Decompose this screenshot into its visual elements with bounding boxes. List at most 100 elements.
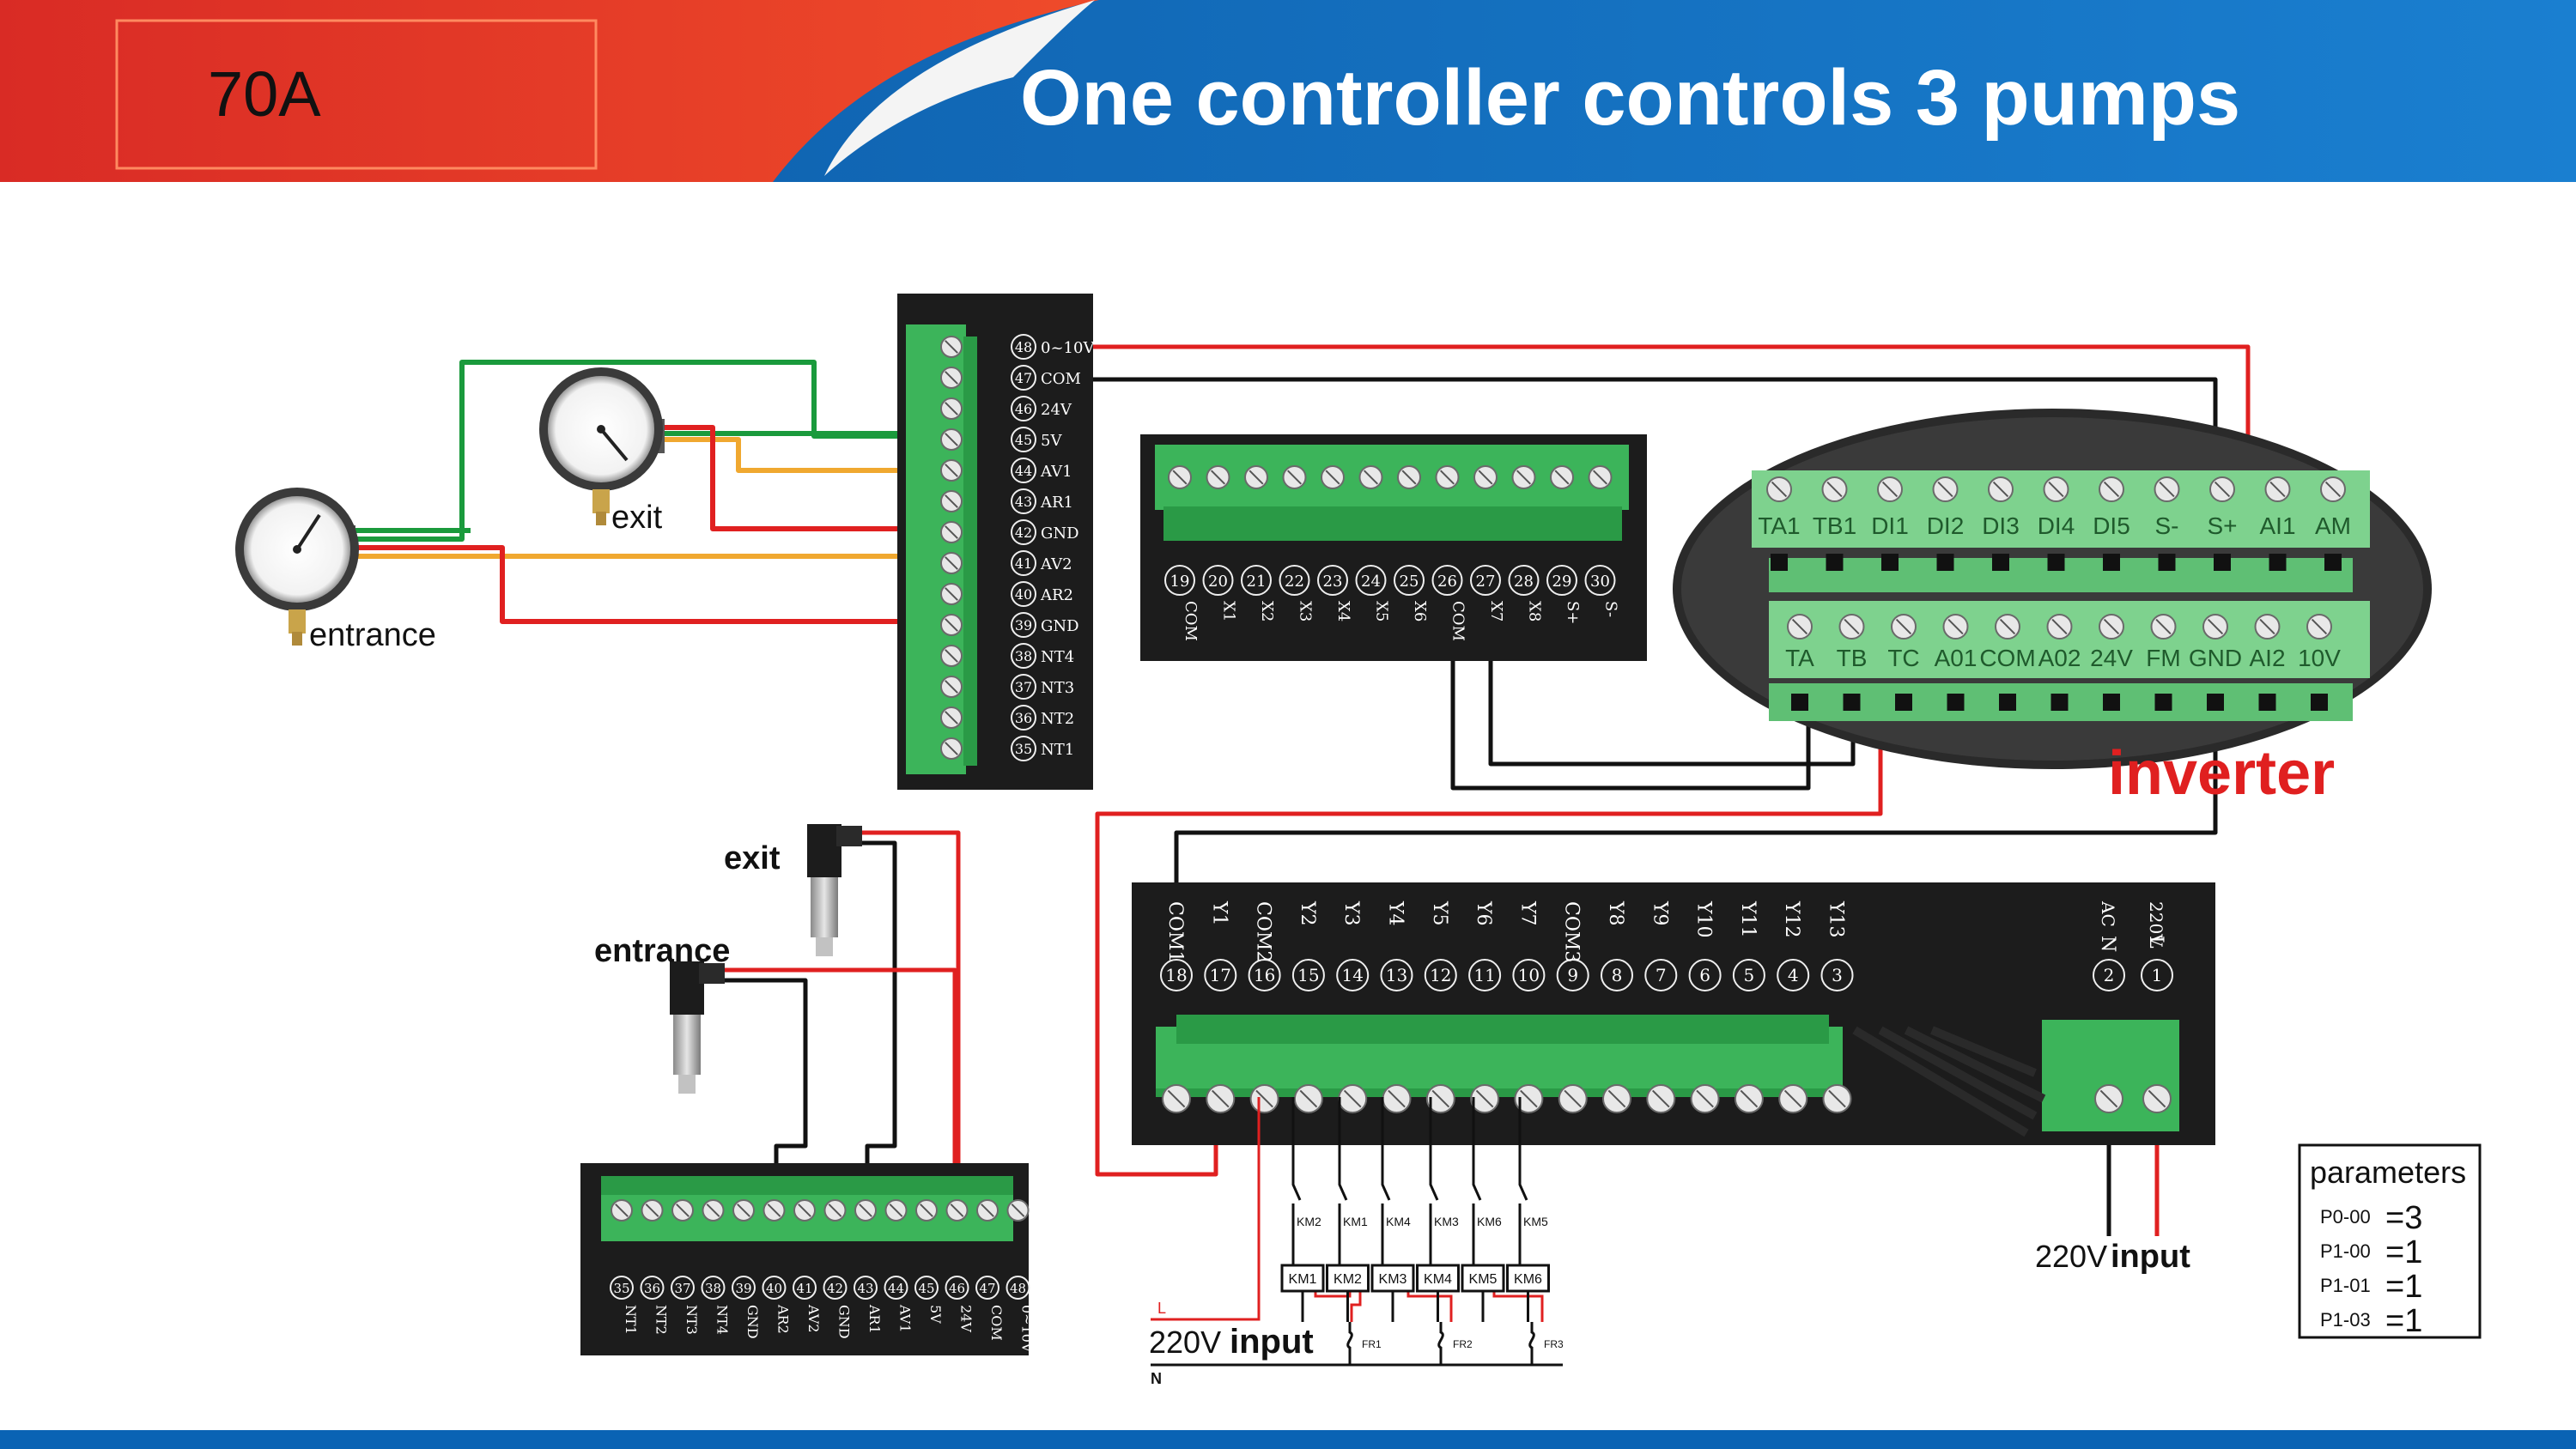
terminal-number: 10 xyxy=(1518,965,1540,985)
terminal-hole xyxy=(1895,694,1912,711)
terminal-screw xyxy=(940,706,963,729)
terminal-name: 5V xyxy=(1041,432,1062,450)
contactor-coil-label: KM2 xyxy=(1334,1272,1362,1287)
terminal-number: 11 xyxy=(1473,965,1495,985)
terminal-name: AR2 xyxy=(1040,586,1073,604)
terminal-name: GND xyxy=(1041,617,1079,635)
terminal-number: 45 xyxy=(918,1281,934,1296)
terminal-number: 29 xyxy=(1552,573,1572,591)
terminal-number-ring xyxy=(2141,959,2173,991)
terminal-number-ring xyxy=(1204,959,1237,991)
terminal-number-ring xyxy=(2093,959,2125,991)
terminal-number-ring xyxy=(1508,565,1540,596)
contactor-switch-line xyxy=(1381,1097,1391,1267)
terminal-number-ring xyxy=(1005,1276,1030,1300)
terminal-number-ring xyxy=(1820,959,1854,991)
terminal-screw xyxy=(1877,476,1903,502)
terminal-screw xyxy=(1168,465,1192,489)
terminal-screw xyxy=(1425,1084,1455,1113)
terminal-number: 42 xyxy=(1015,524,1032,541)
terminal-number-ring xyxy=(1011,334,1036,360)
terminal-screw xyxy=(1282,465,1307,489)
right-power-input: input xyxy=(2111,1239,2190,1275)
inverter-label: inverter xyxy=(2108,739,2335,808)
terminal-name: S- xyxy=(1602,601,1620,617)
parameter-code: P1-01 xyxy=(2320,1275,2371,1296)
thermal-relay-symbol xyxy=(1437,1322,1444,1365)
terminal-screw xyxy=(940,490,963,512)
terminal-name: X3 xyxy=(1297,601,1315,621)
terminal-number-ring xyxy=(1380,959,1413,991)
terminal-number: 22 xyxy=(1285,573,1304,591)
contactor-top-label: KM5 xyxy=(1523,1215,1548,1228)
terminal-number: 18 xyxy=(1165,965,1187,985)
parameters-box: parameters P0-00=3P1-00=1P1-01=1P1-03=1 xyxy=(2298,1143,2482,1339)
terminal-number: 40 xyxy=(766,1281,782,1296)
terminal-number-ring xyxy=(1777,959,1810,991)
terminal-screw xyxy=(1162,1084,1191,1113)
terminal-number-ring xyxy=(762,1276,787,1300)
terminal-hole xyxy=(1947,694,1965,711)
terminal-hole xyxy=(1936,554,1954,571)
inverter-terminal-bottom: TA xyxy=(1785,645,1814,671)
terminal-screw xyxy=(1995,614,2020,640)
terminal-hole xyxy=(1826,554,1844,571)
terminal-screw xyxy=(1891,614,1917,640)
right-power-voltage: 220V xyxy=(2035,1239,2107,1274)
terminal-screw xyxy=(793,1199,816,1222)
terminal-name: X7 xyxy=(1487,601,1505,621)
terminal-name: COM1 xyxy=(1164,901,1186,962)
terminal-name: COM3 xyxy=(1561,901,1583,962)
terminal-number-ring xyxy=(1470,565,1501,596)
terminal-screw xyxy=(884,1199,908,1222)
terminal-screw xyxy=(1646,1084,1676,1113)
terminal-name: Y5 xyxy=(1429,900,1450,926)
terminal-number-ring xyxy=(975,1276,999,1300)
terminal-number: 26 xyxy=(1437,573,1457,591)
terminal-screw xyxy=(2264,476,2291,502)
terminal-number: 9 xyxy=(1567,965,1578,985)
terminal-screw xyxy=(1511,465,1536,489)
terminal-screw xyxy=(1006,1199,1030,1222)
terminal-hole xyxy=(2047,554,2065,571)
terminal-number: 5 xyxy=(1744,965,1755,985)
inverter-terminal-top: DI2 xyxy=(1927,512,1965,539)
terminal-screw xyxy=(940,645,963,667)
terminal-number-ring xyxy=(1011,674,1036,700)
terminal-number: 44 xyxy=(1015,463,1032,479)
terminal-name: NT4 xyxy=(1041,648,1074,666)
terminal-name: COM xyxy=(1041,370,1081,388)
terminal-number-ring xyxy=(701,1276,726,1300)
terminal-screw xyxy=(940,336,963,358)
inverter-terminal-bottom: TC xyxy=(1887,645,1919,671)
terminal-screw xyxy=(702,1199,725,1222)
inverter-terminal-bottom: COM xyxy=(1979,645,2035,671)
terminal-number-ring xyxy=(1688,959,1722,991)
terminal-screw xyxy=(940,459,963,482)
terminal-screw xyxy=(1293,1084,1323,1113)
thermal-relay-symbol xyxy=(1346,1322,1353,1365)
terminal-number-ring xyxy=(1732,959,1765,991)
terminal-name: 5V xyxy=(927,1305,944,1324)
gauge-exit-label: exit xyxy=(611,500,663,536)
power-label-ac: AC xyxy=(2098,900,2118,927)
terminal-screw xyxy=(940,614,963,636)
terminal-number: 39 xyxy=(735,1281,751,1296)
terminal-screw xyxy=(2254,614,2281,640)
terminal-number-ring xyxy=(1468,959,1502,991)
terminal-hole xyxy=(2214,554,2231,571)
terminal-screw xyxy=(641,1199,664,1222)
terminal-screw xyxy=(940,397,963,420)
terminal-hole xyxy=(2207,694,2224,711)
terminal-number-ring xyxy=(1011,705,1036,731)
contactor-top-label: KM2 xyxy=(1297,1215,1321,1228)
terminal-name: Y11 xyxy=(1737,900,1759,938)
terminal-screw xyxy=(940,521,963,543)
terminal-hole xyxy=(1881,554,1899,571)
terminal-hole xyxy=(2311,694,2328,711)
terminal-screw xyxy=(1558,1084,1588,1113)
terminal-name: Y7 xyxy=(1516,900,1538,926)
terminal-screw xyxy=(854,1199,877,1222)
